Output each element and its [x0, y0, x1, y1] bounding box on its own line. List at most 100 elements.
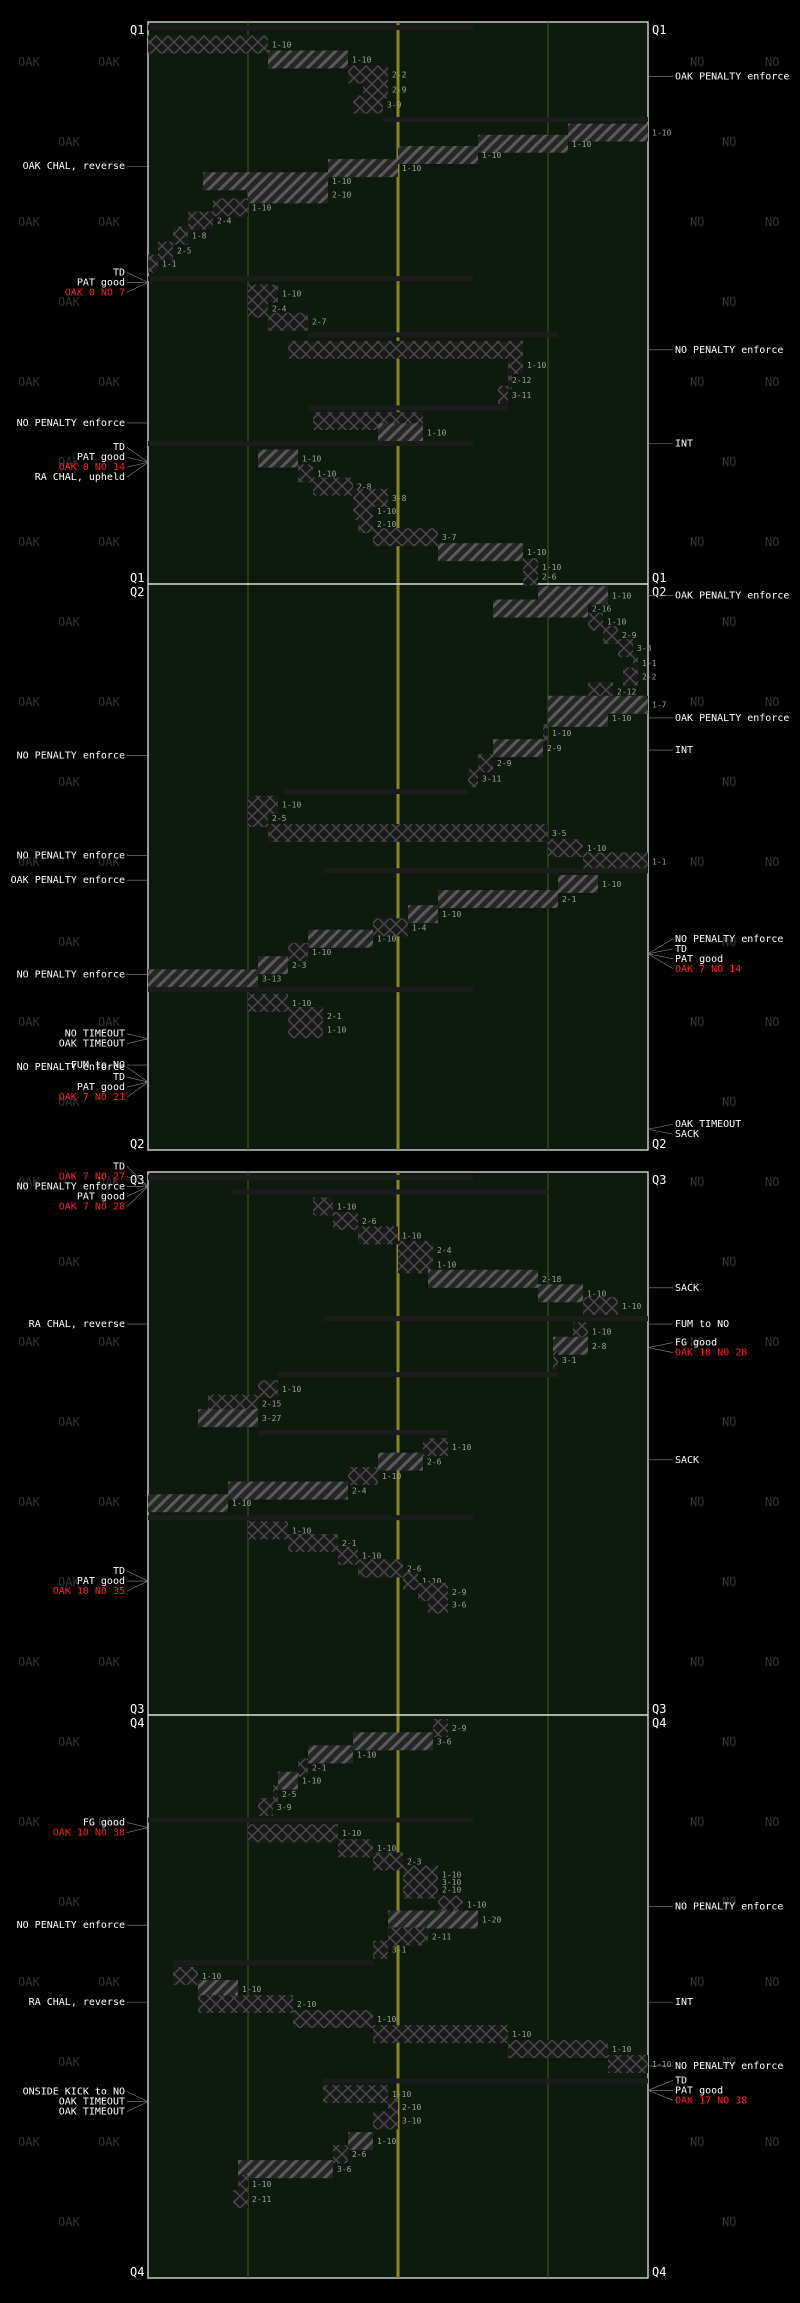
play-run — [298, 464, 313, 483]
play-pass — [493, 599, 588, 618]
play-run — [298, 1758, 308, 1777]
team-watermark: OAK — [98, 1495, 120, 1509]
play-label: 3-27 — [262, 1414, 281, 1423]
play-label: 1-10 — [427, 428, 446, 437]
play-label: 1-10 — [607, 618, 626, 627]
play-run — [388, 1927, 428, 1946]
team-watermark: NO — [765, 1175, 779, 1189]
event-label: PAT good — [77, 277, 125, 288]
play-label: 2-10 — [377, 520, 396, 529]
event-leader-line — [647, 1347, 674, 1353]
play-run — [363, 80, 388, 99]
play-run — [348, 1467, 378, 1486]
team-watermark: NO — [690, 1175, 704, 1189]
event-label: FG good — [675, 1338, 717, 1349]
play-label: 1-10 — [482, 151, 501, 160]
play-label: 1-10 — [377, 507, 396, 516]
play-run — [313, 1197, 333, 1216]
play-pass — [378, 423, 423, 442]
quarter-label-q4: Q4 — [130, 1716, 144, 1730]
play-run — [248, 808, 268, 827]
play-label: 3-6 — [337, 2165, 352, 2174]
play-label: 3-13 — [262, 974, 281, 983]
play-run — [373, 918, 408, 937]
play-label: 2-11 — [432, 1932, 451, 1941]
play-run — [398, 1255, 433, 1274]
play-run — [258, 1380, 278, 1399]
event-leader-line — [126, 272, 149, 283]
play-run — [198, 1995, 293, 2014]
play-pass — [438, 890, 558, 909]
play-kick — [148, 25, 473, 31]
play-run — [498, 385, 508, 404]
event-leader-line — [647, 948, 674, 955]
play-run — [248, 1521, 288, 1540]
team-watermark: OAK — [58, 935, 80, 949]
event-leader-line — [126, 461, 149, 478]
play-run — [323, 2085, 388, 2104]
play-run — [248, 1824, 338, 1843]
play-label: 3-10 — [442, 1878, 461, 1887]
play-label: 1-10 — [272, 40, 291, 49]
event-leader-line — [126, 1822, 149, 1828]
play-pass — [558, 874, 598, 893]
play-kick — [173, 1960, 373, 1966]
event-leader-line — [126, 1076, 149, 1083]
event-leader-line — [126, 282, 149, 293]
play-run — [248, 284, 278, 303]
team-watermark: NO — [765, 375, 779, 389]
play-pass — [378, 1452, 423, 1471]
score-label: OAK 0 NO 14 — [59, 462, 125, 473]
play-run — [353, 95, 383, 114]
play-kick — [383, 116, 648, 122]
play-pass — [398, 146, 478, 165]
play-kick — [323, 868, 648, 874]
event-leader-line — [126, 1186, 149, 1197]
event-leader-line — [126, 1081, 149, 1088]
play-pass — [548, 708, 608, 727]
play-pass — [198, 1409, 258, 1428]
team-watermark: OAK — [58, 455, 80, 469]
event-label: INT — [675, 439, 693, 450]
event-leader-line — [126, 446, 149, 463]
team-watermark: OAK — [58, 2215, 80, 2229]
team-watermark: NO — [690, 535, 704, 549]
play-run — [288, 340, 523, 359]
play-label: 1-10 — [252, 203, 271, 212]
play-label: 1-10 — [362, 1552, 381, 1561]
play-label: 2-1 — [342, 1539, 357, 1548]
play-label: 2-12 — [512, 376, 531, 385]
event-leader-line — [647, 1123, 674, 1130]
event-label: SACK — [675, 1283, 699, 1294]
play-run — [288, 1534, 338, 1553]
play-label: 2-5 — [282, 1790, 297, 1799]
team-watermark: NO — [765, 1495, 779, 1509]
team-watermark: NO — [722, 935, 736, 949]
score-label: OAK 0 NO 7 — [65, 287, 125, 298]
play-label: 1-10 — [437, 1260, 456, 1269]
play-label: 1-10 — [337, 1202, 356, 1211]
play-pass — [278, 1771, 298, 1790]
play-run — [373, 2111, 398, 2130]
play-label: 1-10 — [612, 591, 631, 600]
play-label: 1-10 — [527, 548, 546, 557]
play-label: 2-10 — [332, 190, 351, 199]
play-label: 1-10 — [587, 844, 606, 853]
play-run — [373, 2025, 508, 2044]
play-label: 1-10 — [282, 290, 301, 299]
play-label: 2-9 — [452, 1724, 467, 1733]
play-label: 1-10 — [402, 1231, 421, 1240]
team-watermark: NO — [722, 1895, 736, 1909]
play-label: 1-1 — [652, 857, 667, 866]
play-label: 3-10 — [402, 2116, 421, 2125]
play-run — [158, 241, 173, 260]
play-run — [293, 2010, 373, 2029]
team-watermark: NO — [690, 1815, 704, 1829]
team-watermark: OAK — [98, 2135, 120, 2149]
play-pass — [538, 1284, 583, 1303]
play-run — [288, 942, 308, 961]
play-run — [373, 1940, 388, 1959]
team-watermark: OAK — [18, 55, 40, 69]
play-label: 2-9 — [497, 759, 512, 768]
play-label: 1-8 — [192, 232, 207, 241]
